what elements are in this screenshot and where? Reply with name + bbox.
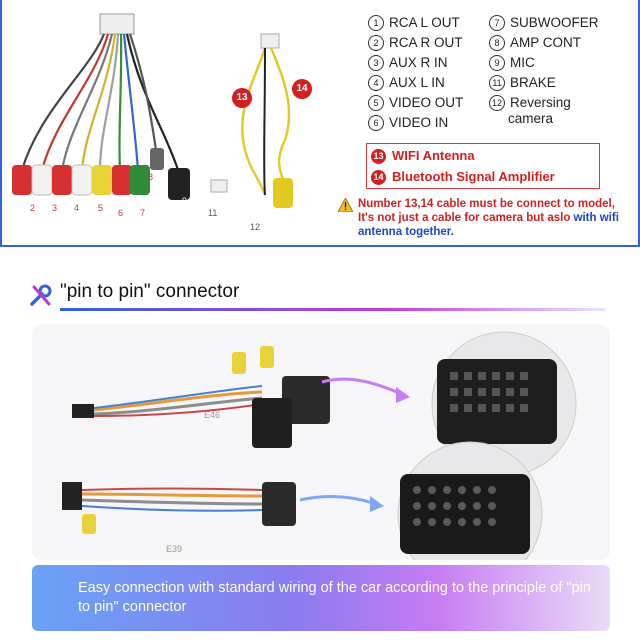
harness-number: 9 [182,196,188,206]
warning-text-highlight: with wifi antenna together. [358,212,619,238]
banner-text: Easy connection with standard wiring of … [78,580,591,615]
callout-13: 13 [232,88,252,108]
e46-label: E46 [204,410,221,420]
connect-arrow-top [321,377,403,396]
harness-number: 6 [118,208,124,218]
warning-text: Number 13,14 cable must be connect to mo… [358,198,615,224]
harness-number: 4 [74,203,80,213]
cable-plug-top [260,33,280,49]
legend-item: camera [508,111,554,126]
e39-harness [62,482,296,534]
rca-plug [130,165,150,195]
section-title: "pin to pin" connector [60,281,240,302]
harness-number: 7 [140,208,146,218]
connector-photo-card: E46 E39 [32,324,610,560]
connector-illustration [62,331,577,560]
harness-plug-top [99,13,135,35]
mic-plug [168,168,190,200]
harness-number: 1 [12,186,18,196]
rca-plug [71,164,93,196]
camera-rca-plug [273,178,293,208]
title-underline [60,308,605,311]
panel-border-left [0,0,2,245]
connect-arrow-bottom-head [370,496,384,512]
e46-harness [72,346,330,448]
rca-plug [92,165,112,195]
aux-plug [150,148,164,170]
connect-arrow-top-head [396,387,410,403]
rca-plug [31,164,53,196]
panel-border-right [638,0,640,245]
callout-14: 14 [292,79,312,99]
rca-plug [112,165,132,195]
warning-icon [338,198,353,212]
harness-number: 5 [98,203,104,213]
rca-plug [12,165,32,195]
bottom-banner: Easy connection with standard wiring of … [32,565,610,631]
harness-number: 3 [52,203,58,213]
rca-harness-illustration [12,13,190,200]
connect-arrow-bottom [299,495,377,506]
tools-icon [30,284,52,306]
rca-plug [52,165,72,195]
harness-number: 11 [208,208,218,218]
harness-number: 2 [30,203,36,213]
antenna-camera-cable-illustration [210,33,293,208]
harness-number: 8 [148,172,154,182]
harness-number: 12 [250,222,261,232]
antenna-plug [210,179,228,193]
e39-label: E39 [166,544,183,554]
